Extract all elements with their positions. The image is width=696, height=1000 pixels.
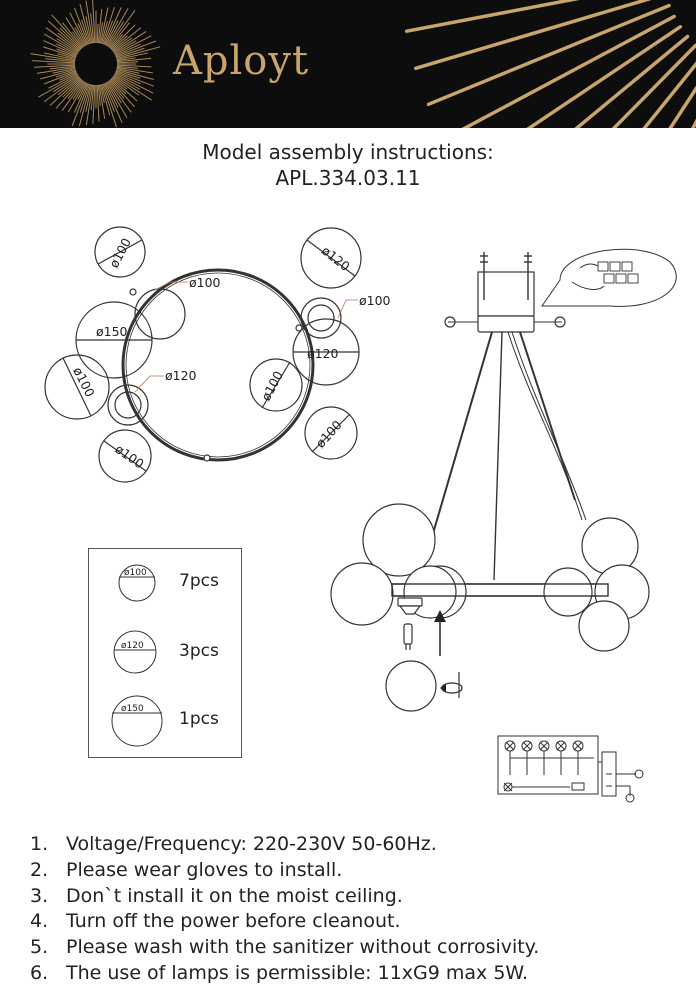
wiring-diagram <box>497 735 644 803</box>
globe-150 <box>75 301 153 379</box>
size-label: ø100 <box>189 275 221 290</box>
page-title: Model assembly instructions: <box>202 140 494 164</box>
legend-size: ø100 <box>124 568 147 578</box>
list-item: 2. Please wear gloves to install. <box>30 858 690 884</box>
item-number: 5. <box>30 936 49 959</box>
list-item: 5. Please wash with the sanitizer without… <box>30 935 690 961</box>
list-item: 1. Voltage/Frequency: 220-230V 50-60Hz. <box>30 832 690 858</box>
globe-bottom-left <box>98 429 152 483</box>
list-item: 4. Turn off the power before cleanout. <box>30 909 690 935</box>
item-number: 2. <box>30 858 49 881</box>
size-label: ø120 <box>307 346 339 361</box>
legend-size: ø150 <box>121 704 144 714</box>
instructions-list: 1. Voltage/Frequency: 220-230V 50-60Hz. 2… <box>30 832 690 987</box>
size-label: ø100 <box>313 417 345 450</box>
item-text: Please wear gloves to install. <box>66 858 343 881</box>
globe-right-120 <box>292 318 360 386</box>
item-number: 6. <box>30 961 49 984</box>
item-text: The use of lamps is permissible: 11xG9 m… <box>66 961 529 984</box>
globe-150-icon <box>111 695 163 747</box>
brand-header: Aployt <box>0 0 696 128</box>
size-label: ø150 <box>96 324 128 339</box>
legend-qty: 7pcs <box>179 571 219 591</box>
item-number: 1. <box>30 833 49 855</box>
item-number: 3. <box>30 884 49 907</box>
globe-bottom-right <box>304 406 358 460</box>
side-view-diagram <box>330 248 677 712</box>
legend-qty: 3pcs <box>179 641 219 661</box>
size-label: ø120 <box>165 368 197 383</box>
globe-100-icon <box>118 564 156 602</box>
list-item: 6. The use of lamps is permissible: 11xG9… <box>30 961 690 987</box>
size-label: ø100 <box>359 293 391 308</box>
item-text: Don`t install it on the moist ceiling. <box>66 884 403 907</box>
legend-qty: 1pcs <box>179 709 219 729</box>
parts-legend: ø100 ø120 ø150 7pcs 3pcs 1pcs <box>88 548 242 758</box>
size-label: ø100 <box>258 368 286 403</box>
list-item: 3. Don`t install it on the moist ceiling. <box>30 884 690 910</box>
globe-120-icon <box>113 630 157 674</box>
legend-size: ø120 <box>121 641 144 651</box>
sun-core <box>77 45 115 83</box>
item-number: 4. <box>30 910 49 933</box>
item-text: Turn off the power before cleanout. <box>66 910 401 933</box>
globe-left-120 <box>44 354 110 420</box>
model-number: APL.334.03.11 <box>275 166 421 190</box>
item-text: Voltage/Frequency: 220-230V 50-60Hz. <box>66 833 437 855</box>
globe-top-left <box>94 226 146 278</box>
globe-inner <box>134 288 186 340</box>
item-text: Please wash with the sanitizer without c… <box>66 936 540 959</box>
globe-top-right-120 <box>300 227 362 289</box>
brand-logo: Aployt <box>173 38 310 84</box>
size-label: ø120 <box>319 243 353 274</box>
globe-right-inner <box>249 358 303 412</box>
size-label: ø100 <box>106 235 134 270</box>
size-label: ø100 <box>112 441 146 471</box>
sunburst-decoration <box>30 0 696 128</box>
top-view-diagram: ø100 ø120 ø100 ø100 ø150 ø120 ø100 ø120 … <box>44 226 391 483</box>
